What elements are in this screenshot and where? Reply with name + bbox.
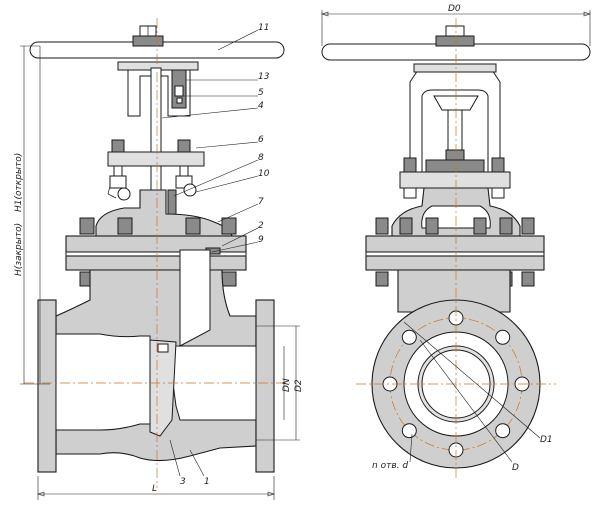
dim-d1: D1 xyxy=(540,435,553,445)
callout-6: 6 xyxy=(258,135,264,145)
callout-1: 1 xyxy=(204,477,210,487)
dim-holes: n отв. d xyxy=(372,461,408,471)
left-flange-side xyxy=(37,299,57,473)
callout-2: 2 xyxy=(258,221,264,231)
callout-11: 11 xyxy=(258,23,269,33)
bonnet-side xyxy=(95,189,233,237)
dimension-labels: L H(закрыто) H1(открыто) DN D2 D0 D1 D n… xyxy=(14,4,553,494)
dim-h-closed: H(закрыто) xyxy=(14,223,24,276)
gland-front xyxy=(399,157,511,199)
callout-labels: 11 13 5 4 6 8 10 7 2 9 3 1 xyxy=(180,23,270,487)
yoke-side xyxy=(117,61,199,117)
dim-h1-open: H1(открыто) xyxy=(14,153,24,212)
gate-wedge xyxy=(149,339,177,437)
flange-holes xyxy=(382,310,530,458)
callout-3: 3 xyxy=(180,477,186,487)
dim-length: L xyxy=(152,484,157,494)
callout-5: 5 xyxy=(258,88,264,98)
bonnet-bolts-front xyxy=(375,217,535,235)
gland-side xyxy=(107,139,205,219)
callout-8: 8 xyxy=(258,153,264,163)
callout-4: 4 xyxy=(258,101,264,111)
dim-d0: D0 xyxy=(448,4,461,14)
bore-interior xyxy=(55,333,151,431)
section-view xyxy=(20,18,300,500)
dim-dn: DN xyxy=(282,378,292,392)
dim-d2: D2 xyxy=(294,379,304,392)
callout-10: 10 xyxy=(258,169,270,179)
callout-7: 7 xyxy=(258,197,264,207)
callout-9: 9 xyxy=(258,235,264,245)
body-flange-front xyxy=(365,235,545,287)
side-view xyxy=(321,10,591,480)
dim-d: D xyxy=(512,463,519,473)
bonnet-bolts-side xyxy=(79,217,237,235)
callout-13: 13 xyxy=(258,72,270,82)
